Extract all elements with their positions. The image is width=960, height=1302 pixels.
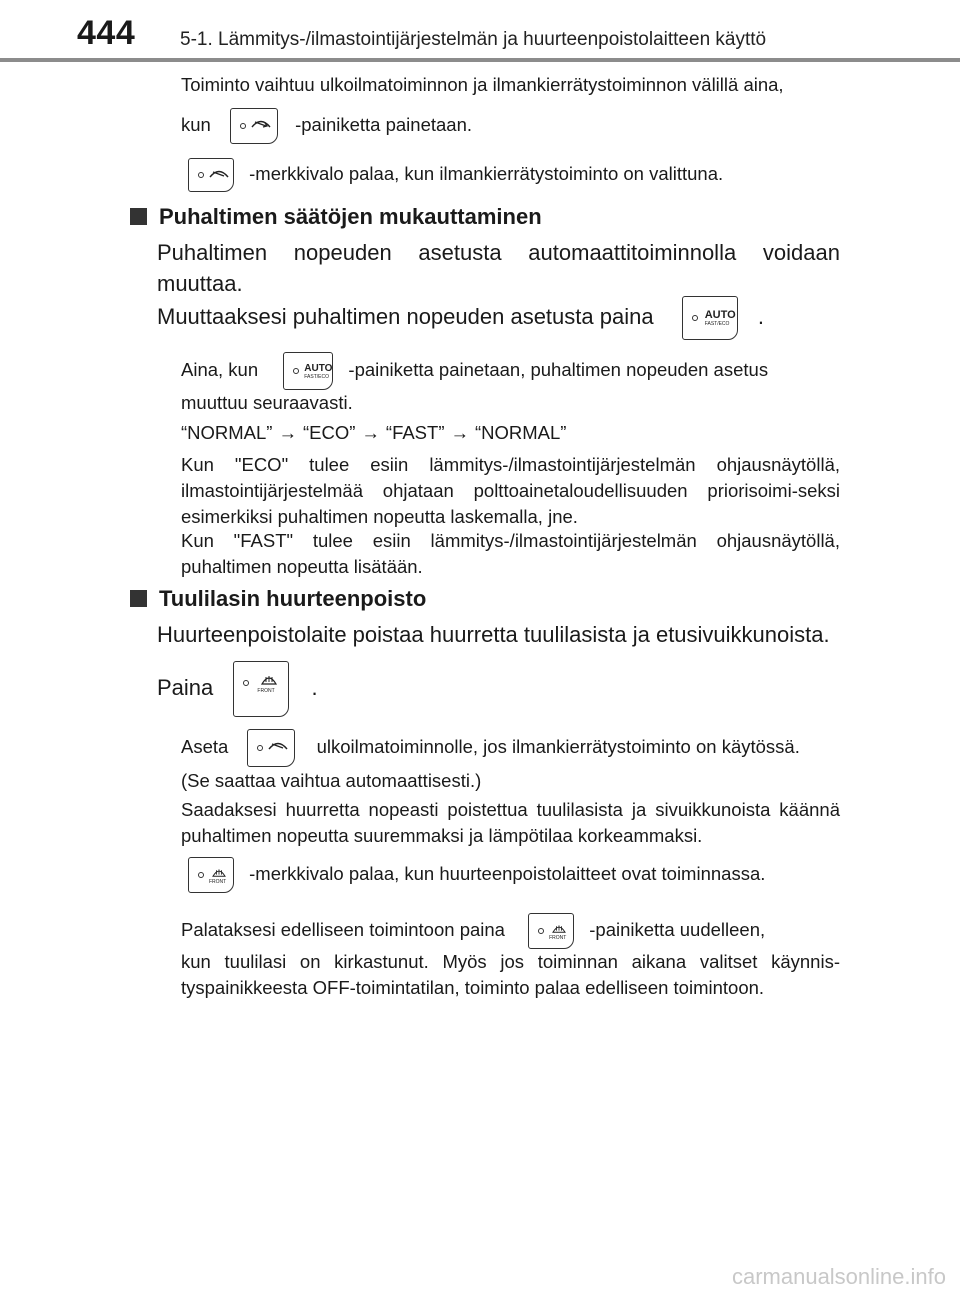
recirc-line-1: Toiminto vaihtuu ulkoilmatoiminnon ja il… (181, 74, 784, 95)
recirc-button-icon (229, 108, 278, 145)
defog-return-cont: kun tuulilasi on kirkastunut. Myös jos t… (181, 951, 840, 998)
fan-heading-text: Puhaltimen säätöjen mukauttaminen (159, 204, 542, 229)
fan-note-1: Aina, kun AUTO FAST/ECO -painiketta pain… (181, 351, 840, 391)
watermark: carmanualsonline.info (731, 1264, 946, 1289)
front-defroster-indicator-icon: FRONT (188, 857, 234, 894)
fast-note: Kun "FAST" tulee esiin lämmitys-/ilmasto… (181, 530, 840, 577)
page-header: 444 5-1. Lämmitys-/ilmastointijärjestelm… (0, 0, 960, 62)
defog-quick-note: Saadaksesi huurretta nopeasti poistettua… (181, 799, 840, 846)
defog-press-pre: Paina (157, 675, 214, 700)
fan-note-1-pre: Aina, kun (181, 359, 259, 380)
sequence-fast: “FAST” (385, 422, 445, 443)
defog-aseta-cont: (Se saattaa vaihtua automaattisesti.) (181, 770, 482, 791)
fan-note-1-post: -painiketta painetaan, puhaltimen nopeud… (348, 359, 769, 380)
front-button-label: FRONT (257, 688, 275, 695)
eco-note: Kun "ECO" tulee esiin lämmitys-/ilmastoi… (181, 454, 840, 527)
front-indicator-label: FRONT (209, 879, 227, 886)
fan-intro: Puhaltimen nopeuden asetusta automaattit… (157, 240, 840, 296)
header-divider (0, 58, 960, 62)
front-defroster-return-icon: FRONT (528, 913, 575, 950)
defog-press-post: . (311, 675, 318, 700)
defog-return-post: -painiketta uudelleen, (589, 919, 766, 940)
recirc-button-icon-inline (247, 729, 296, 768)
defog-indicator-line: FRONT -merkkivalo palaa, kun huurteenpoi… (188, 856, 840, 894)
recirc-line-2-post: -painiketta painetaan. (295, 114, 473, 135)
fan-sequence: “NORMAL”→“ECO”→“FAST”→“NORMAL” (181, 419, 840, 446)
square-bullet-icon (130, 590, 147, 607)
fan-heading: Puhaltimen säätöjen mukauttaminen (130, 204, 542, 230)
recirc-indicator-icon (188, 158, 234, 193)
fan-note-1-cont: muuttuu seuraavasti. (181, 392, 353, 413)
defog-indicator-text: -merkkivalo palaa, kun huurteenpoistolai… (249, 863, 766, 884)
sequence-normal-end: “NORMAL” (475, 422, 567, 443)
auto-button-label: AUTO (704, 309, 736, 322)
defog-aseta: Aseta ulkoilmatoiminnolle, jos ilmankier… (181, 728, 840, 768)
recirc-indicator-text: -merkkivalo palaa, kun ilmankierrätystoi… (249, 163, 724, 184)
defog-heading-text: Tuulilasin huurteenpoisto (159, 586, 427, 611)
defog-intro: Huurteenpoistolaite poistaa huurretta tu… (157, 622, 830, 647)
arrow-icon: → (450, 422, 470, 443)
recirc-line-2-pre: kun (181, 114, 211, 135)
front-defroster-button-icon: FRONT (233, 661, 290, 718)
arrow-icon: → (361, 422, 380, 443)
sequence-eco: “ECO” (302, 422, 356, 443)
defog-return: Palataksesi edelliseen toimintoon paina … (181, 912, 840, 950)
defog-aseta-post: ulkoilmatoiminnolle, jos ilmankierrätyst… (316, 736, 800, 757)
fan-instruction: Muuttaaksesi puhaltimen nopeuden asetust… (157, 295, 840, 341)
front-return-label: FRONT (549, 935, 567, 942)
page-number: 444 (77, 14, 136, 52)
auto-button-sublabel: FAST/ECO (704, 321, 730, 328)
sequence-normal: “NORMAL” (181, 422, 273, 443)
auto-button-sublabel-small: FAST/ECO (304, 374, 330, 381)
auto-button-icon-small: AUTO FAST/ECO (283, 352, 334, 391)
fan-instruction-pre: Muuttaaksesi puhaltimen nopeuden asetust… (157, 304, 654, 329)
auto-button-icon: AUTO FAST/ECO (681, 296, 738, 341)
defog-press: Paina FRONT . (157, 660, 840, 718)
recirc-indicator-line: -merkkivalo palaa, kun ilmankierrätystoi… (188, 157, 840, 193)
defog-aseta-pre: Aseta (181, 736, 229, 757)
fan-instruction-post: . (757, 304, 764, 329)
square-bullet-icon (130, 208, 147, 225)
section-title: 5-1. Lämmitys-/ilmastointijärjestelmän j… (180, 29, 767, 50)
defog-return-pre: Palataksesi edelliseen toimintoon paina (181, 919, 505, 940)
recirc-line-2: kun -painiketta painetaan. (181, 107, 840, 145)
auto-button-label-small: AUTO (304, 363, 333, 375)
defog-heading: Tuulilasin huurteenpoisto (130, 586, 426, 612)
arrow-icon: → (278, 422, 297, 443)
